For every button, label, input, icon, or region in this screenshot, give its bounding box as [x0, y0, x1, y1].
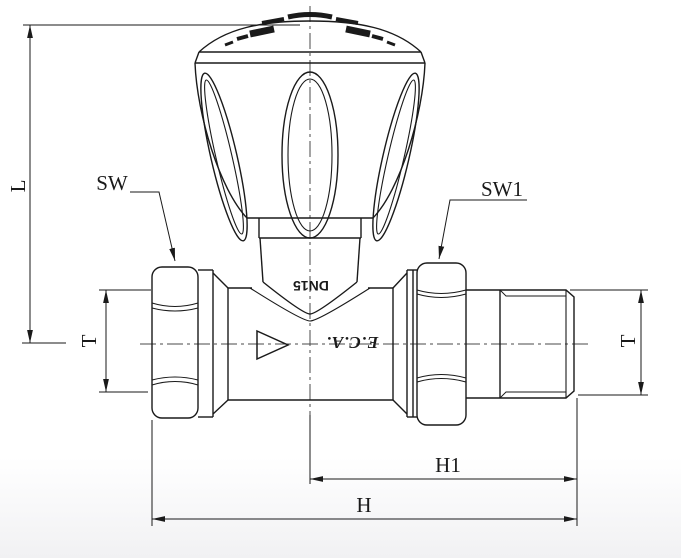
male-thread-end: [466, 289, 575, 399]
dimension-T-left: [99, 289, 151, 393]
dimension-label-T-right: T: [616, 334, 640, 347]
union-nut-left: [151, 266, 199, 419]
grip-indent-left: [200, 72, 248, 242]
marking-brand: E.C.A.: [326, 333, 380, 352]
dimension-label-H1: H1: [435, 453, 461, 477]
flow-direction-arrow: [256, 329, 290, 361]
leader-SW1: [438, 199, 527, 260]
leader-SW: [130, 191, 176, 262]
grip-indent-right: [372, 72, 420, 242]
marking-dn15: DN15: [293, 278, 329, 294]
handwheel-top-marks: [224, 12, 396, 47]
valve-body: [198, 269, 417, 418]
dimension-label-L: L: [6, 180, 30, 193]
dimension-L: [23, 24, 300, 343]
bonnet-stem: [249, 218, 371, 322]
nut-right: [416, 262, 467, 426]
dimension-label-T-left: T: [77, 334, 101, 347]
dimension-H1: [309, 398, 578, 526]
dimension-T-right: [570, 289, 648, 396]
dimension-label-SW: SW: [96, 171, 128, 195]
dimension-label-H: H: [356, 493, 371, 517]
dimension-H: [151, 420, 577, 526]
dimension-label-SW1: SW1: [481, 177, 523, 201]
centerlines: [22, 6, 592, 418]
